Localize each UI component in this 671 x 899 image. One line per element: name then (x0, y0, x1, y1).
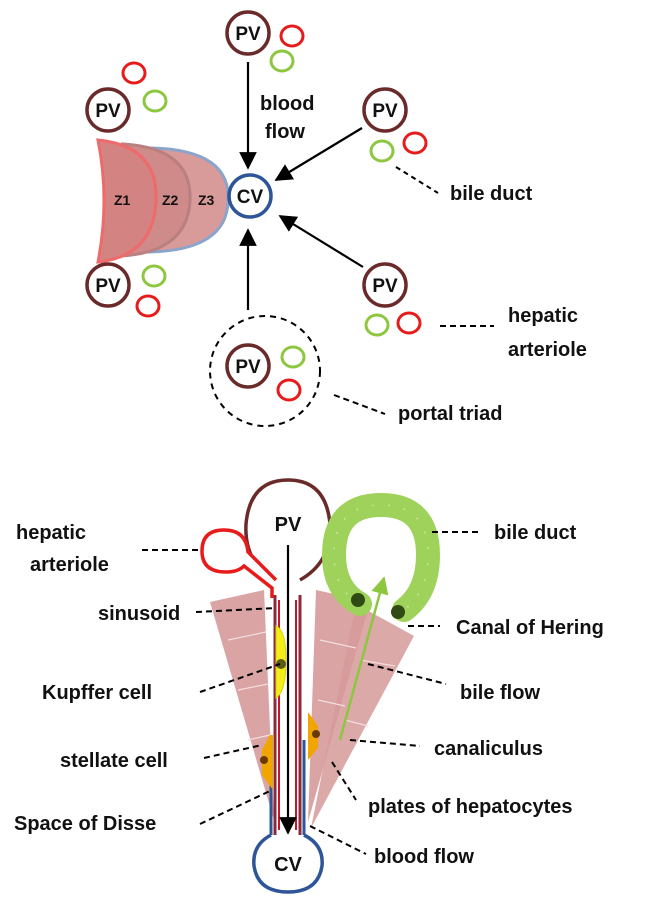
portal-vein-label: PV (235, 357, 261, 378)
bile-duct-detail (334, 505, 428, 619)
canal-of-hering-cell (391, 605, 405, 619)
bile-duct-circle (143, 266, 165, 286)
central-vein-label: CV (274, 854, 302, 876)
bile-duct-circle (282, 347, 304, 367)
portal-vein-label: PV (372, 101, 398, 122)
portal-vein-label: PV (95, 276, 121, 297)
canaliculus-leader (350, 740, 420, 746)
hepatic-arteriole-label-line1: hepatic (508, 305, 578, 327)
hepatic-arteriole-circle (137, 296, 159, 316)
space-of-disse-label: Space of Disse (14, 813, 156, 835)
hepatic-arteriole-label-line1: hepatic (16, 522, 86, 544)
stellate-cell-leader (204, 745, 262, 758)
portal-vein-upper-left: PV (87, 63, 166, 131)
hepatic-arteriole-label-line2: arteriole (30, 554, 109, 576)
portal-vein-lower-right: PV (364, 264, 420, 335)
bile-duct-label: bile duct (494, 522, 577, 544)
bile-duct-circle (271, 51, 293, 71)
stellate-cell-label: stellate cell (60, 750, 168, 772)
central-vein: CV (229, 175, 271, 217)
portal-vein-top: PV (227, 12, 303, 71)
portal-triad: PV (210, 316, 320, 426)
portal-triad-label: portal triad (398, 403, 502, 425)
zone-1-label: Z1 (114, 192, 131, 208)
kupffer-cell-label: Kupffer cell (42, 682, 152, 704)
plates-of-hepatocytes (210, 590, 414, 828)
zone-crescents: Z1 Z2 Z3 (98, 140, 228, 262)
portal-vein-label: PV (372, 276, 398, 297)
portal-vein-label: PV (235, 24, 261, 45)
zone-3-label: Z3 (198, 192, 215, 208)
central-vein-detail: CV (254, 835, 322, 892)
sinusoid-label: sinusoid (98, 603, 180, 625)
hepatocyte-plate-left (210, 590, 274, 820)
canal-of-hering-label: Canal of Hering (456, 617, 604, 639)
central-vein-label: CV (237, 187, 264, 208)
hepatic-arteriole-label-line2: arteriole (508, 339, 587, 361)
hepatic-arteriole-circle (281, 26, 303, 46)
zone-2-label: Z2 (162, 192, 179, 208)
sinusoid-detail-diagram: PV CV (14, 480, 604, 892)
arrow-from-lower-right (280, 216, 363, 267)
portal-vein-label: PV (275, 514, 302, 536)
hepatic-arteriole-circle (398, 313, 420, 333)
hepatic-arteriole-circle (123, 63, 145, 83)
hepatic-arteriole-circle (404, 133, 426, 153)
blood-flow-label-line2: flow (265, 121, 305, 143)
canal-of-hering-cell (351, 593, 365, 607)
bile-duct-leader (396, 167, 438, 193)
blood-flow-label-line1: blood (260, 93, 314, 115)
plates-of-hepatocytes-label: plates of hepatocytes (368, 796, 573, 818)
portal-vein-lower-left: PV (87, 264, 165, 316)
blood-flow-label: blood flow (374, 846, 474, 868)
bile-duct-circle (371, 141, 393, 161)
bile-flow-label: bile flow (460, 682, 540, 704)
bile-duct-label: bile duct (450, 183, 533, 205)
lobule-zonation-diagram: Z1 Z2 Z3 CV PV PV PV (87, 12, 587, 426)
space-of-disse-leader (200, 790, 272, 824)
bile-duct-circle (144, 91, 166, 111)
kupffer-cell (276, 626, 286, 698)
bile-duct-circle (366, 315, 388, 335)
hepatic-arteriole-circle (278, 380, 300, 400)
portal-vein-label: PV (95, 101, 121, 122)
canaliculus-label: canaliculus (434, 738, 543, 760)
portal-triad-leader (334, 395, 385, 414)
portal-vein-upper-right: PV (364, 89, 426, 161)
